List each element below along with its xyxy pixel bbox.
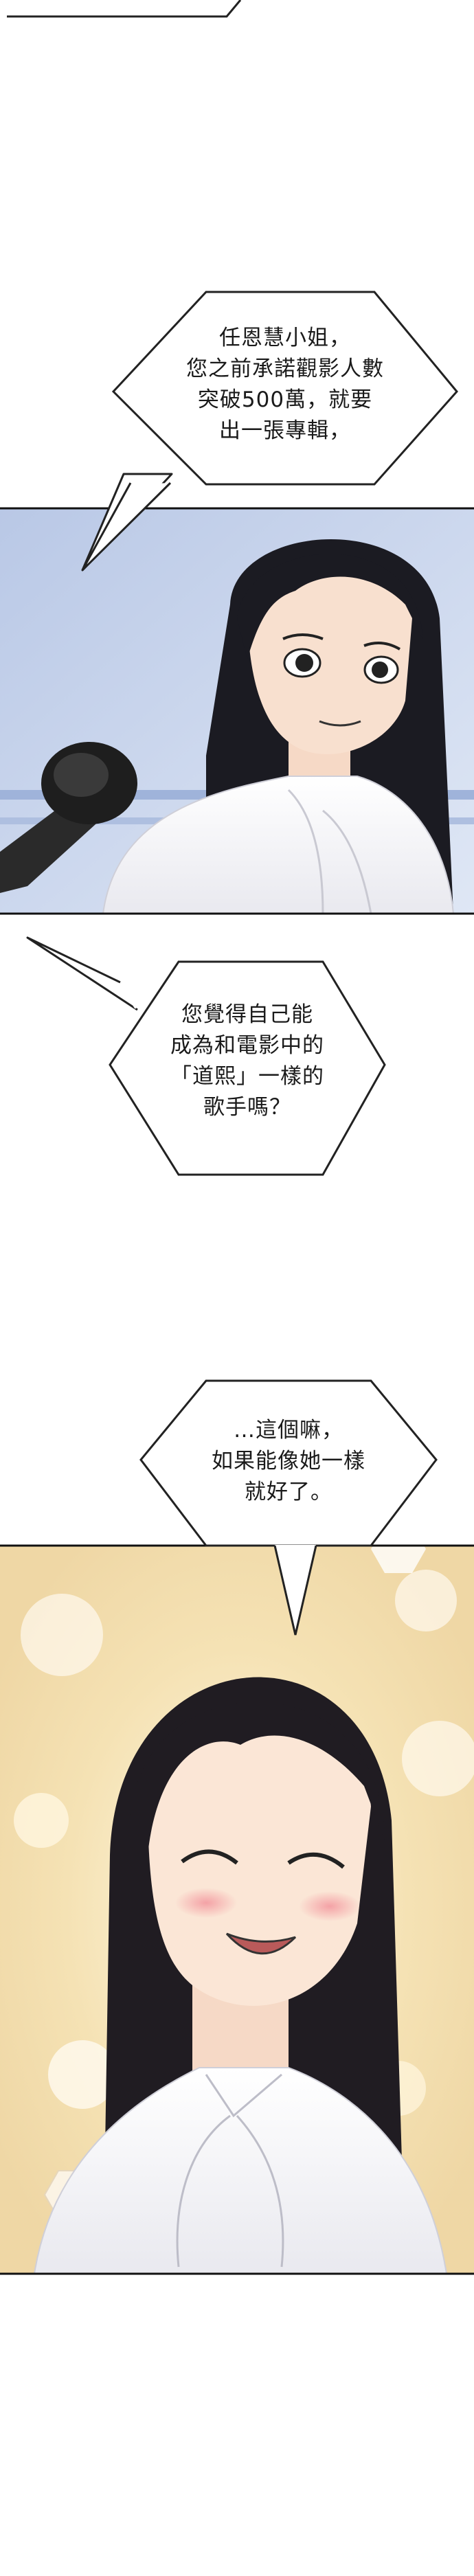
bubble-1-line-2: 您之前承諾觀影人數	[186, 357, 384, 381]
bubble-3-line-2: 如果能像她一樣	[212, 1449, 365, 1473]
bubble-1-text: 任恩慧小姐， 您之前承諾觀影人數 突破500萬，就要 出一張專輯，	[134, 323, 436, 447]
panel-2	[0, 1525, 474, 2275]
bubble-3-text: …這個嘛， 如果能像她一樣 就好了。	[155, 1415, 422, 1508]
speech-bubble-3	[139, 1379, 438, 1636]
speech-bubble-2	[26, 936, 386, 1176]
bubble-2-line-4: 歌手嗎？	[203, 1095, 291, 1120]
bubble-1-line-1: 任恩慧小姐，	[219, 326, 351, 350]
bubble-2-line-1: 您覺得自己能	[181, 1002, 313, 1027]
bubble-2-line-2: 成為和電影中的	[170, 1033, 324, 1058]
bubble-1-line-3: 突破500萬，就要	[197, 387, 373, 412]
panel-1	[0, 507, 474, 915]
top-bubble-fragment	[0, 0, 254, 18]
bubble-2-line-3: 「道熙」一樣的	[170, 1064, 324, 1089]
bubble-2-text: 您覺得自己能 成為和電影中的 「道熙」一樣的 歌手嗎？	[124, 999, 371, 1123]
bubble-3-line-1: …這個嘛，	[234, 1418, 343, 1443]
speech-bubble-1	[81, 291, 458, 572]
bubble-3-line-3: 就好了。	[245, 1480, 332, 1504]
microphone	[0, 742, 137, 893]
bubble-1-line-4: 出一張專輯，	[219, 418, 351, 443]
